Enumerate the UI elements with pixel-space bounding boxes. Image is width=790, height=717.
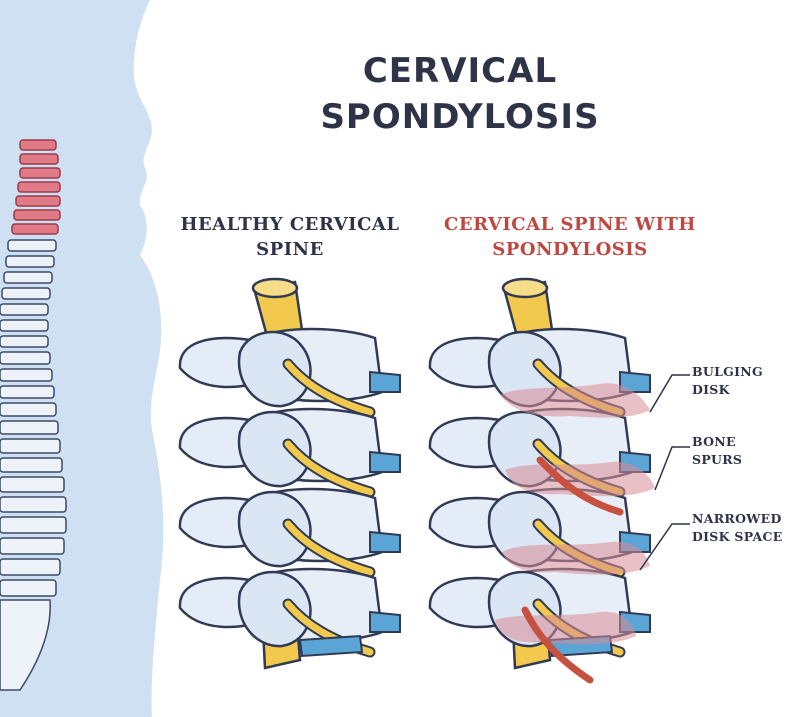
- callout-narrowed-disk-space: NARROWED DISK SPACE: [692, 511, 783, 544]
- thoracic-lumbar-vertebrae: [0, 239, 67, 691]
- title-line-2: SPONDYLOSIS: [320, 97, 600, 137]
- inflamed-nerve: [536, 456, 624, 516]
- spondylosis-spine: [430, 277, 655, 684]
- inflamed-nerve-lower: [521, 606, 594, 684]
- callout-bone-spurs: BONE SPURS: [692, 434, 743, 467]
- healthy-spine-label: HEALTHY CERVICAL SPINE: [180, 214, 400, 260]
- title-line-1: CERVICAL: [362, 51, 558, 91]
- inflamed-regions: [495, 383, 655, 645]
- callout-lines: [639, 374, 690, 571]
- healthy-spine: [180, 277, 400, 670]
- callout-bulging-disk: BULGING DISK: [692, 364, 763, 397]
- cervical-vertebrae-highlight: [11, 139, 61, 235]
- spondylosis-spine-label: CERVICAL SPINE WITH SPONDYLOSIS: [444, 214, 696, 260]
- main-title: CERVICAL SPONDYLOSIS: [250, 48, 670, 140]
